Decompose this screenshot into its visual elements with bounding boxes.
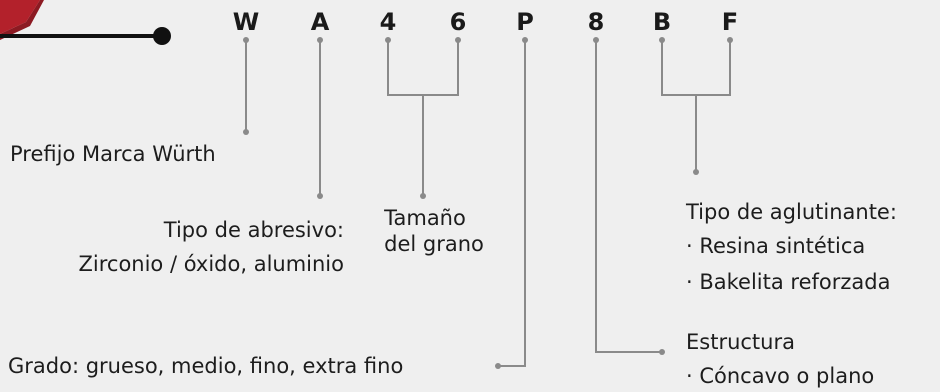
code-letter-b: B — [652, 8, 672, 36]
bracket-binder — [661, 40, 731, 96]
label-grain-line1: Tamaño — [384, 206, 466, 230]
connector-8 — [595, 40, 662, 353]
label-abrasive-detail: Zirconio / óxido, aluminio — [78, 252, 345, 276]
bracket-grain — [387, 40, 459, 96]
code-letter-p: P — [516, 8, 534, 36]
logo-shadow — [0, 0, 44, 40]
code-letter-4: 4 — [379, 8, 397, 36]
code-letter-8: 8 — [587, 8, 605, 36]
code-letter-w: W — [232, 8, 260, 36]
label-structure-title: Estructura — [686, 330, 795, 354]
label-binder-item1: · Resina sintética — [686, 234, 866, 258]
logo-fragment — [0, 0, 40, 34]
code-letter-6: 6 — [449, 8, 467, 36]
code-letter-f: F — [721, 8, 739, 36]
label-abrasive-title: Tipo de abresivo: — [163, 218, 344, 242]
pointer-dot — [153, 27, 171, 45]
code-letter-a: A — [310, 8, 330, 36]
label-grain-line2: del grano — [384, 232, 484, 256]
label-grade: Grado: grueso, medio, fino, extra fino — [8, 354, 404, 378]
label-binder-item2: · Bakelita reforzada — [686, 270, 891, 294]
label-structure-item1: · Cóncavo o plano — [686, 364, 875, 388]
label-binder-title: Tipo de aglutinante: — [686, 200, 897, 224]
label-prefix: Prefijo Marca Würth — [10, 142, 216, 166]
connector-p — [498, 40, 526, 367]
